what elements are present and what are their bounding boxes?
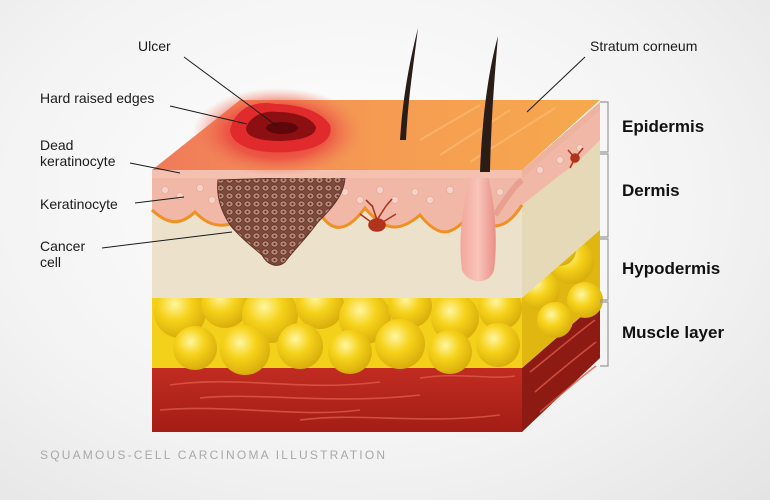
hypodermis-layer [152,228,603,375]
cancer-mass [217,175,346,266]
hair-follicle [460,175,496,282]
muscle-layer [152,300,600,432]
hair-shafts [400,28,498,172]
layer-label-muscle: Muscle layer [622,323,725,342]
label-keratinocyte: Keratinocyte [40,196,118,212]
label-ulcer: Ulcer [138,38,171,54]
label-cancer-cell-line2: cell [40,254,62,270]
label-cancer-cell: Cancer cell [40,238,85,270]
layer-brackets [600,101,609,367]
layer-label-dermis: Dermis [622,181,680,200]
layer-label-epidermis: Epidermis [622,117,705,136]
label-dead-keratinocyte-line1: Dead [40,137,74,153]
label-hard-raised-edges: Hard raised edges [40,90,155,106]
dendritic-cell [359,147,584,232]
label-dead-keratinocyte: Dead keratinocyte [40,137,115,169]
label-stratum-corneum: Stratum corneum [590,38,698,54]
leader-lines [101,56,586,249]
label-dead-keratinocyte-line2: keratinocyte [40,153,116,169]
figure-caption: SQUAMOUS-CELL CARCINOMA ILLUSTRATION [40,448,388,462]
layer-label-hypodermis: Hypodermis [622,259,721,278]
epidermis-layer [152,102,600,178]
label-cancer-cell-line1: Cancer [40,238,86,254]
